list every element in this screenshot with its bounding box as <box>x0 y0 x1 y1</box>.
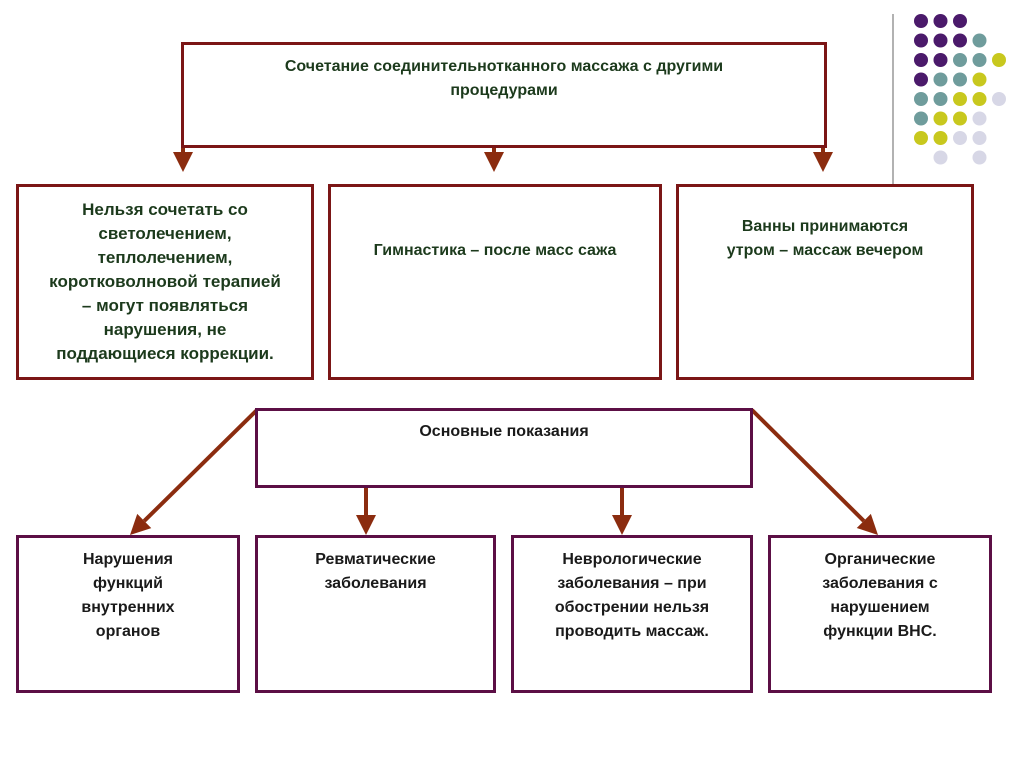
decorative-dot <box>914 33 928 48</box>
neurological-text: Неврологические заболевания – при обостр… <box>554 551 710 640</box>
decorative-dot <box>972 150 987 165</box>
main-indications-text: Основные показания <box>419 423 589 440</box>
decorative-dot <box>953 72 967 87</box>
decorative-dot <box>953 33 967 48</box>
decorative-dot <box>972 53 987 67</box>
decorative-dot <box>953 111 967 126</box>
arrow-to-baths <box>813 148 833 172</box>
decorative-dot <box>972 131 987 145</box>
rheumatic-box: Ревматические заболевания <box>255 535 496 693</box>
decorative-dot <box>933 92 948 106</box>
gymnastics-text: Гимнастика – после масс сажа <box>373 242 617 259</box>
arrow-to-organic-diseases <box>750 408 878 535</box>
decorative-dot <box>933 111 948 126</box>
organic-diseases-box: Органические заболевания с нарушением фу… <box>768 535 992 693</box>
baths-box: Ванны принимаются утром – массаж вечером <box>676 184 974 380</box>
organic-diseases-text: Органические заболевания с нарушением фу… <box>822 551 938 640</box>
decorative-dot <box>953 92 967 106</box>
arrow-to-rheumatic <box>356 488 376 535</box>
decorative-dot <box>914 131 928 145</box>
decorative-dot <box>953 53 967 67</box>
decorative-dot <box>953 14 967 28</box>
decorative-dot <box>992 92 1006 106</box>
arrow-to-gymnastics <box>484 148 504 172</box>
internal-organs-box: Нарушения функций внутренних органов <box>16 535 240 693</box>
main-indications-box: Основные показания <box>255 408 753 488</box>
decorative-dot <box>972 111 987 126</box>
arrow-to-internal-organs <box>130 408 259 535</box>
decorative-dot <box>992 53 1006 67</box>
baths-text: Ванны принимаются утром – массаж вечером <box>726 218 924 259</box>
arrow-to-neurological <box>612 488 632 535</box>
top-title-text: Сочетание соединительнотканного массажа … <box>284 58 724 99</box>
neurological-box: Неврологические заболевания – при обостр… <box>511 535 753 693</box>
decorative-dot <box>933 72 948 87</box>
decorative-dot <box>933 14 948 28</box>
decorative-dot <box>914 53 928 67</box>
rheumatic-text: Ревматические заболевания <box>315 551 436 592</box>
restriction-text: Нельзя сочетать со светолечением, теплол… <box>49 200 281 363</box>
decorative-dot <box>933 53 948 67</box>
decorative-dot <box>953 131 967 145</box>
arrow-to-restriction <box>173 148 193 172</box>
decorative-dot <box>972 72 987 87</box>
decorative-dot <box>914 92 928 106</box>
decorative-dot <box>914 111 928 126</box>
decorative-dot <box>933 33 948 48</box>
decorative-dot <box>972 92 987 106</box>
decorative-dot <box>914 14 928 28</box>
decorative-dot <box>972 33 987 48</box>
decorative-dot <box>933 131 948 145</box>
decorative-dot <box>914 72 928 87</box>
decorative-dot <box>933 150 948 165</box>
restriction-box: Нельзя сочетать со светолечением, теплол… <box>16 184 314 380</box>
internal-organs-text: Нарушения функций внутренних органов <box>81 551 175 640</box>
gymnastics-box: Гимнастика – после масс сажа <box>328 184 662 380</box>
top-title-box: Сочетание соединительнотканного массажа … <box>181 42 827 148</box>
